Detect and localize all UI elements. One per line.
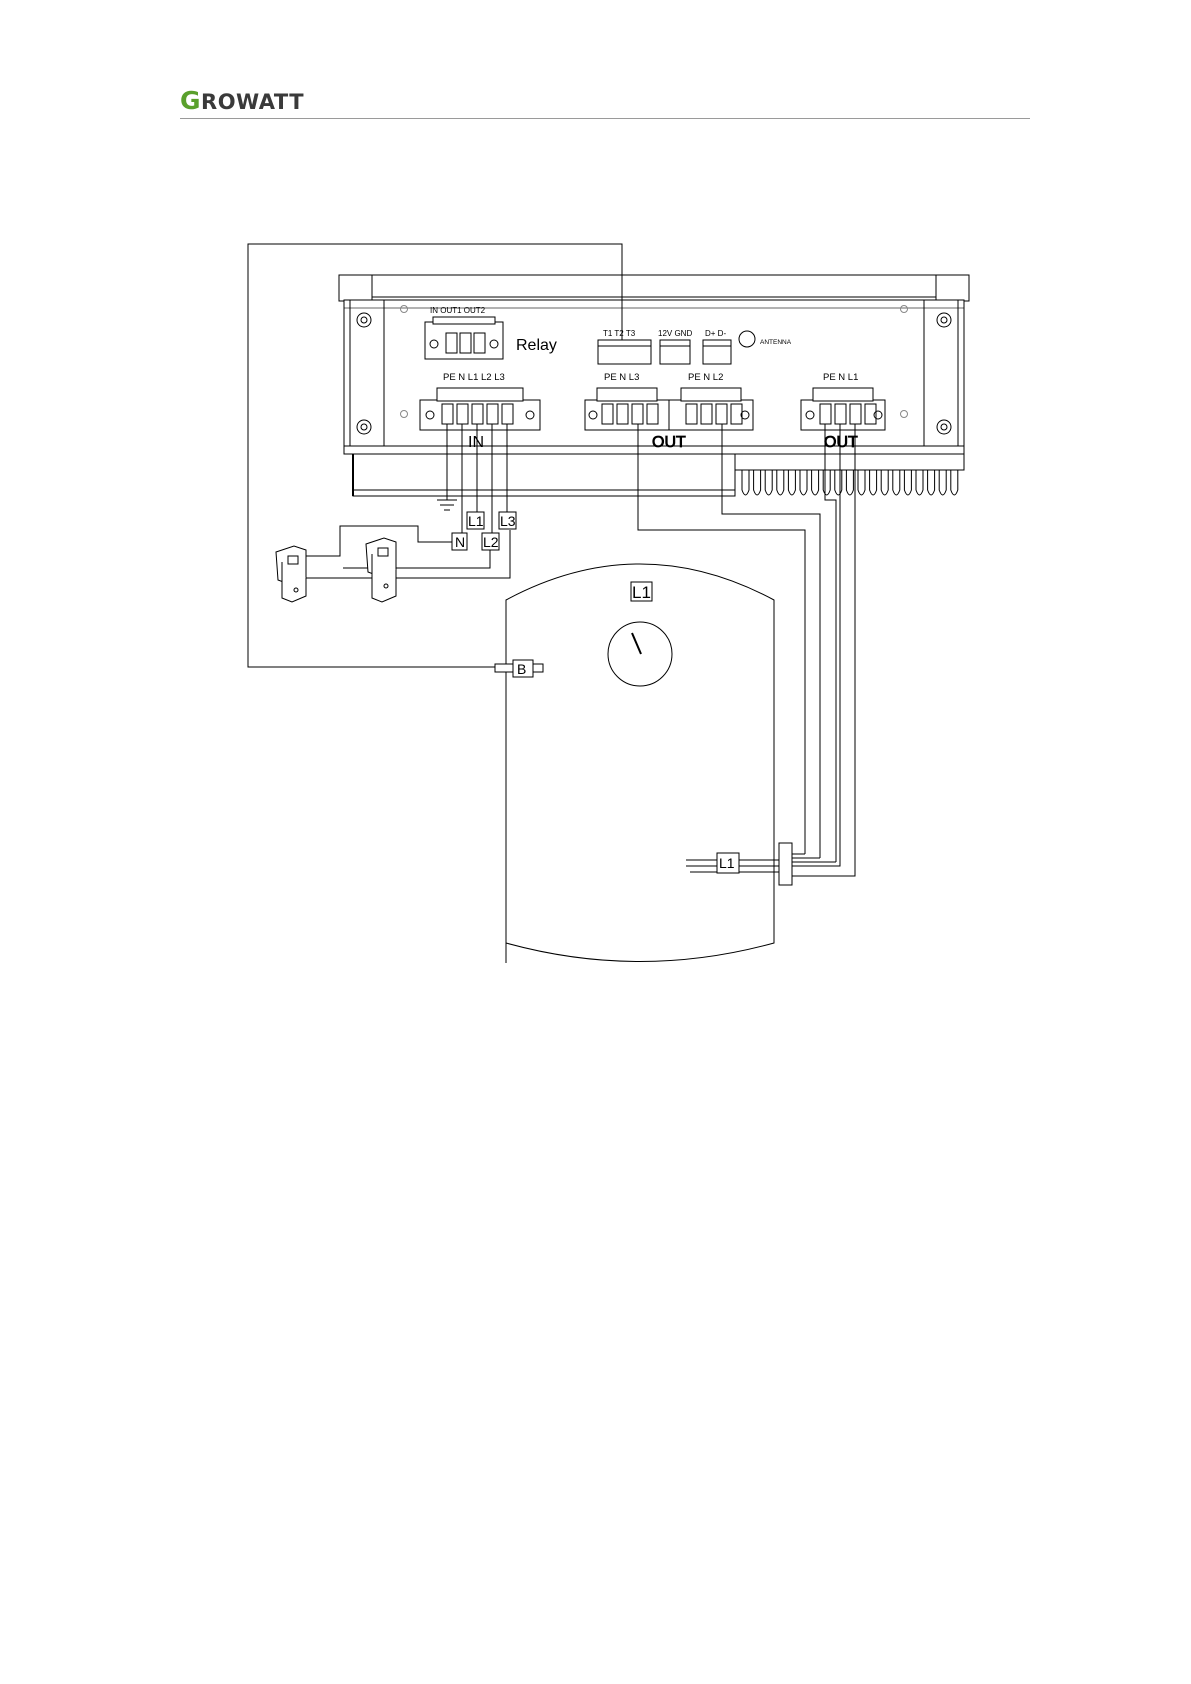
heat-sink-base [735,454,964,470]
heat-sink-fin [765,470,772,495]
input-label: IN [468,434,484,451]
bus-pin-labels: D+ D- [705,329,726,338]
heat-sink-fin [812,470,819,495]
water-tank [506,564,774,963]
output-l2-pin-labels: PE N L2 [688,372,723,383]
heat-sink [735,454,964,495]
wiring-tag-l2: L2 [482,533,499,550]
heat-sink-fin [928,470,935,495]
svg-text:L2: L2 [483,534,499,550]
tank-label-tag: L1 [631,582,652,602]
temperature-sensor: B [495,660,543,677]
circuit-breaker-icon [276,546,306,602]
heat-sink-fin [916,470,923,495]
heating-element: L1 [686,843,792,885]
input-terminal-block [420,388,540,430]
heat-sink-fin [742,470,749,495]
heat-sink-fin [939,470,946,495]
output-right-label: OUT [824,434,858,451]
heat-sink-fin [823,470,830,495]
output-middle-label: OUT [652,434,686,451]
bus-connector [703,340,731,364]
heat-sink-fin [835,470,842,495]
relay-connector [425,317,503,359]
temperature-pin-labels: T1 T2 T3 [603,329,636,338]
svg-text:L1: L1 [719,855,735,871]
heat-sink-fin [881,470,888,495]
relay-label: Relay [516,337,557,354]
ground-icon [437,500,457,510]
svg-text:L3: L3 [500,513,516,529]
svg-text:N: N [455,534,465,550]
wiring-tag-n: N [452,533,467,550]
svg-text:L1: L1 [632,583,651,602]
output-l1-pin-labels: PE N L1 [823,372,858,383]
heat-sink-fin [893,470,900,495]
relay-pin-labels: IN OUT1 OUT2 [430,306,486,315]
thermometer-gauge-icon [608,622,672,686]
svg-text:B: B [517,661,526,677]
heat-sink-fin [846,470,853,495]
antenna-label: ANTENNA [760,339,792,346]
heat-sink-fin [904,470,911,495]
heat-sink-fin [858,470,865,495]
output-l3-pin-labels: PE N L3 [604,372,639,383]
output-l1-terminal [801,388,885,430]
input-pin-labels: PE N L1 L2 L3 [443,372,505,383]
wiring-tag-l3: L3 [499,512,516,529]
power-connector [660,340,690,364]
wiring-tag-l1: L1 [467,512,484,529]
heat-sink-fin [800,470,807,495]
output-l2-terminal [669,388,753,430]
heat-sink-fin [788,470,795,495]
circuit-breaker-icon [366,538,396,602]
heat-sink-fin [951,470,958,495]
heat-sink-fin [870,470,877,495]
temperature-sensor-connector [598,340,651,364]
heat-sink-fin [754,470,761,495]
output-l3-terminal [585,388,669,430]
svg-text:L1: L1 [468,513,484,529]
heat-sink-fin [777,470,784,495]
power-pin-labels: 12V GND [658,329,692,338]
